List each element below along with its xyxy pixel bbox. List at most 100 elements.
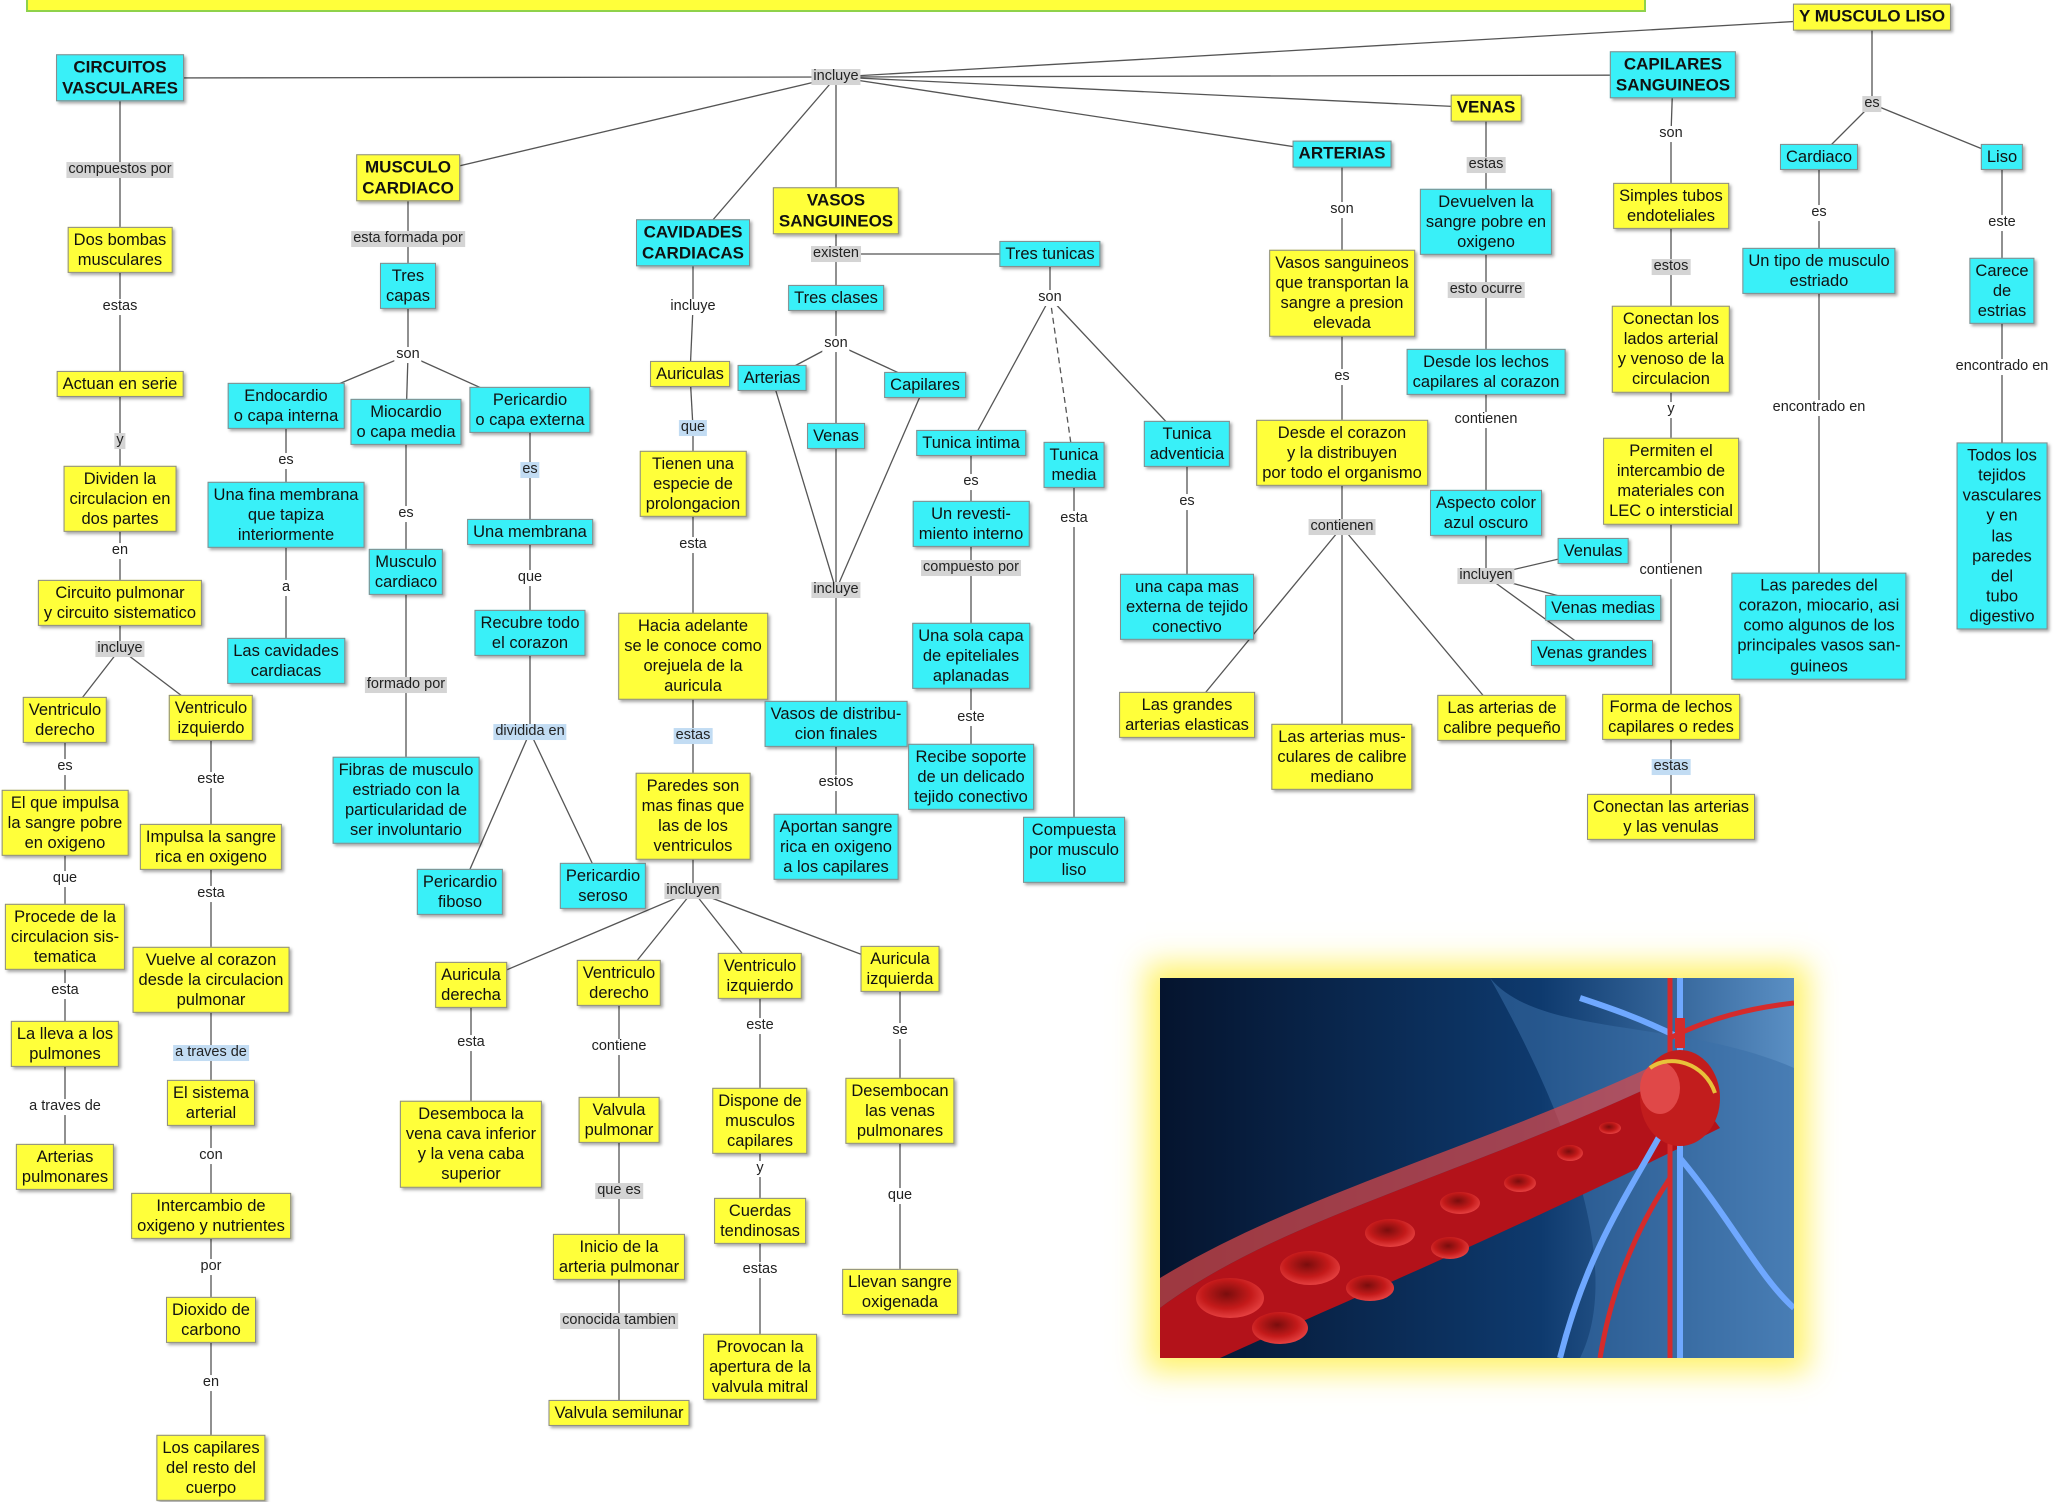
concept-carece: Carece de estrias xyxy=(1969,257,2035,325)
link-phrase-cap_estas: estas xyxy=(1651,758,1691,775)
link-ml_es-liso xyxy=(1871,103,2003,158)
concept-tun_intima: Tunica intima xyxy=(916,429,1026,457)
concept-venas: VENAS xyxy=(1450,94,1522,122)
link-phrase-vd2_contiene: contiene xyxy=(589,1038,649,1055)
concept-fibras: Fibras de musculo estriado con la partic… xyxy=(332,756,480,844)
concept-dividen: Dividen la circulacion en dos partes xyxy=(63,465,177,533)
concept-aspecto: Aspecto color azul oscuro xyxy=(1430,489,1542,537)
link-phrase-vi_por: por xyxy=(198,1258,224,1275)
link-incluye_top-arterias xyxy=(835,76,1343,158)
concept-impulsa: Impulsa la sangre rica en oxigeno xyxy=(139,823,283,871)
concept-provocan: Provocan la apertura de la valvula mitra… xyxy=(703,1333,817,1401)
concept-dioxido: Dioxido de carbono xyxy=(166,1296,256,1344)
concept-desde_cor: Desde el corazon y la distribuyen por to… xyxy=(1256,419,1428,487)
link-phrase-ve_ocurre: esto ocurre xyxy=(1447,281,1525,298)
concept-tres_clases: Tres clases xyxy=(788,284,884,312)
concept-recibe: Recibe soporte de un delicado tejido con… xyxy=(908,743,1034,811)
concept-venas_medias: Venas medias xyxy=(1545,594,1661,622)
link-phrase-vi_con: con xyxy=(197,1147,225,1164)
link-phrase-vd_atraves: a traves de xyxy=(27,1098,103,1115)
concept-cardiaco: Cardiaco xyxy=(1779,143,1859,171)
concept-tres_capas: Tres capas xyxy=(379,262,437,310)
concept-art_pulm: Arterias pulmonares xyxy=(15,1143,115,1191)
link-phrase-ai_que: que xyxy=(885,1187,915,1204)
link-phrase-cv1: compuestos por xyxy=(66,161,174,178)
concept-la_lleva: La lleva a los pulmones xyxy=(10,1020,120,1068)
link-phrase-vs_son: son xyxy=(822,335,850,352)
concept-tun_media: Tunica media xyxy=(1043,441,1105,489)
concept-tienen: Tienen una especie de prolongacion xyxy=(639,450,747,518)
concept-vuelve: Vuelve al corazon desde la circulacion p… xyxy=(132,946,290,1014)
concept-auriculas: Auriculas xyxy=(650,360,730,388)
link-pe_dividida-peric_seroso xyxy=(529,731,604,887)
concept-pericardio: Pericardio o capa externa xyxy=(469,386,591,434)
heart xyxy=(1640,1018,1720,1146)
concept-peric_fibroso: Pericardio fiboso xyxy=(416,868,504,916)
concept-una_membrana: Una membrana xyxy=(467,518,593,546)
link-vs_incluye-vs_arterias xyxy=(770,377,837,591)
link-phrase-ca_incluye: incluye xyxy=(668,298,718,315)
link-phrase-ca_esta: esta xyxy=(677,536,709,553)
link-phrase-vs_estos: estos xyxy=(816,774,856,791)
link-phrase-ca2_es: es xyxy=(1809,204,1829,221)
link-phrase-vs_incluye: incluye xyxy=(811,581,861,598)
concept-aur_izq: Auricula izquierda xyxy=(860,945,940,993)
link-phrase-pe_que: que xyxy=(515,569,545,586)
link-phrase-cv4: en xyxy=(109,542,131,559)
link-phrase-mc_son: son xyxy=(394,346,422,363)
link-phrase-tt_son: son xyxy=(1036,289,1064,306)
concept-revesti: Un revesti- miento interno xyxy=(912,500,1030,548)
concept-vent_izq1: Ventriculo izquierdo xyxy=(168,694,254,742)
concept-vasos_distr: Vasos de distribu- cion finales xyxy=(764,700,908,748)
link-phrase-vd_es: es xyxy=(55,758,75,775)
concept-liso_top: Y MUSCULO LISO xyxy=(1792,3,1952,31)
link-phrase-ti_es: es xyxy=(961,473,981,490)
concept-aur_der: Auricula derecha xyxy=(435,961,507,1009)
link-vs_incluye-vs_capilares xyxy=(835,384,926,591)
concept-art_musc: Las arterias mus- culares de calibre med… xyxy=(1271,723,1413,791)
red-blood-cells xyxy=(1196,1122,1621,1344)
concept-arterias: ARTERIAS xyxy=(1292,140,1392,168)
link-phrase-ai_se: se xyxy=(890,1022,910,1039)
concept-forma: Forma de lechos capilares o redes xyxy=(1602,693,1740,741)
concept-actuan: Actuan en serie xyxy=(56,370,184,398)
concept-art_peq: Las arterias de calibre pequeño xyxy=(1437,694,1567,742)
concept-valv_pul: Valvula pulmonar xyxy=(578,1096,660,1144)
concept-miocardio: Miocardio o capa media xyxy=(350,398,462,446)
concept-musculo_card: MUSCULO CARDIACO xyxy=(356,154,460,202)
link-incluye_top-circuitos xyxy=(119,73,837,83)
link-phrase-mi_formado: formado por xyxy=(364,676,448,693)
concept-todos: Todos los tejidos vasculares y en las pa… xyxy=(1956,442,2048,630)
link-phrase-ca2_encontrado: encontrado en xyxy=(1770,399,1868,416)
concept-paredes_cor: Las paredes del corazon, miocario, asi c… xyxy=(1731,572,1907,680)
concept-vasos: VASOS SANGUINEOS xyxy=(772,187,900,235)
link-phrase-vi_en: en xyxy=(200,1374,222,1391)
link-phrase-vi2_estas: estas xyxy=(740,1261,780,1278)
concept-vs_arterias: Arterias xyxy=(737,364,807,392)
link-phrase-vd2_quees: que es xyxy=(595,1182,643,1199)
link-ar_contienen-grandes_art xyxy=(1186,526,1343,716)
link-incluye_top-capilares xyxy=(835,70,1674,80)
concept-venulas: Venulas xyxy=(1557,537,1629,565)
link-phrase-ar_son: son xyxy=(1328,201,1356,218)
concept-conectan_art: Conectan las arterias y las venulas xyxy=(1587,793,1755,841)
link-ca_incluyen-aur_der xyxy=(470,890,694,986)
link-incluye_top-venas xyxy=(835,76,1487,113)
concept-permiten: Permiten el intercambio de materiales co… xyxy=(1603,437,1739,525)
concept-desde_lechos: Desde los lechos capilares al corazon xyxy=(1406,348,1566,396)
link-phrase-incluye_top: incluye xyxy=(811,68,861,85)
link-phrase-vi_atraves: a traves de xyxy=(173,1044,249,1061)
concept-inicio: Inicio de la arteria pulmonar xyxy=(552,1233,686,1281)
link-phrase-vi2_y: y xyxy=(754,1160,766,1177)
concept-desembocan: Desembocan las venas pulmonares xyxy=(845,1077,955,1145)
link-phrase-ve_estas: estas xyxy=(1466,156,1506,173)
link-phrase-vi_este: este xyxy=(195,771,227,788)
link-phrase-li_este: este xyxy=(1986,214,2018,231)
concept-el_que: El que impulsa la sangre pobre en oxigen… xyxy=(1,789,129,857)
link-phrase-ta_es: es xyxy=(1177,493,1197,510)
concept-liso: Liso xyxy=(1980,143,2024,171)
concept-venas_grandes: Venas grandes xyxy=(1530,639,1654,667)
link-phrase-ti_este: este xyxy=(955,709,987,726)
concept-devuelven: Devuelven la sangre pobre en oxigeno xyxy=(1419,188,1553,256)
link-phrase-cap_contienen: contienen xyxy=(1637,562,1705,579)
